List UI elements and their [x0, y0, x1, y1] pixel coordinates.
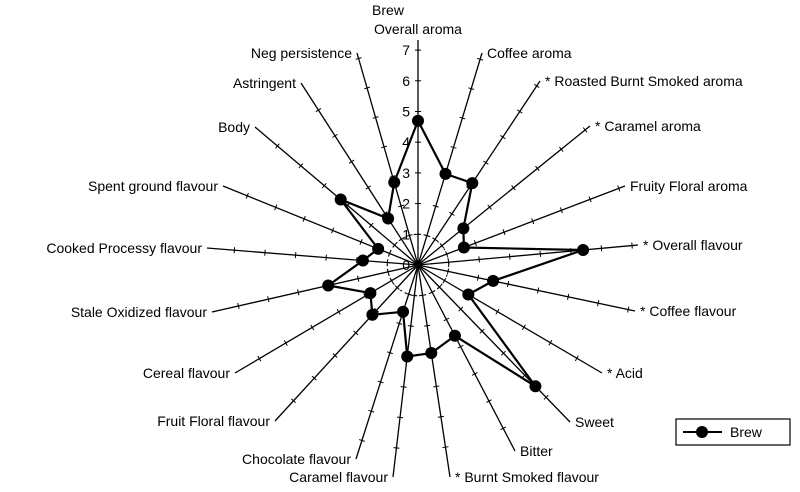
axis-tick [397, 417, 403, 418]
axis-label: Neg persistence [251, 45, 352, 61]
data-point [322, 279, 334, 291]
axis-label: * Roasted Burnt Smoked aroma [545, 73, 743, 89]
axis-tick [401, 387, 407, 388]
data-point [440, 168, 452, 180]
axis-tick [507, 281, 508, 287]
axis-label: Coffee aroma [487, 45, 572, 61]
axis-line [418, 265, 570, 422]
axis-tick [477, 275, 478, 281]
data-point [357, 255, 369, 267]
data-point [401, 350, 413, 362]
data-point [335, 194, 347, 206]
axis-line [418, 81, 540, 265]
data-point [529, 380, 541, 392]
axis-tick [411, 295, 417, 296]
axis-tick [598, 300, 599, 306]
data-point [466, 177, 478, 189]
axis-tick [447, 268, 448, 274]
data-point [425, 347, 437, 359]
axis-tick [632, 243, 633, 249]
data-point [449, 330, 461, 342]
chart-title: Brew [372, 2, 405, 18]
axis-line [393, 265, 418, 477]
data-point [372, 243, 384, 255]
axis-line [418, 126, 590, 265]
data-point [412, 115, 424, 127]
data-point [364, 287, 376, 299]
axis-label: Cooked Processy flavour [46, 240, 202, 256]
axis-label: Overall aroma [374, 21, 462, 37]
axis-label: Chocolate flavour [242, 451, 351, 467]
axis-label: Bitter [520, 443, 553, 459]
axis-tick [601, 245, 602, 251]
axis-tick [268, 296, 269, 302]
tick-label: 2 [402, 196, 410, 212]
data-point [382, 213, 394, 225]
legend-marker [696, 426, 708, 438]
data-point [457, 222, 469, 234]
tick-label: 3 [402, 165, 410, 181]
axis-label: Body [218, 119, 250, 135]
axis-tick [433, 386, 439, 387]
axis-tick [420, 295, 426, 296]
axis-label: Cereal flavour [143, 365, 230, 381]
tick-label: 7 [402, 42, 410, 58]
axis-tick [509, 254, 510, 260]
axis-tick [357, 276, 358, 282]
data-point [487, 275, 499, 287]
axis-label: Stale Oxidized flavour [71, 304, 208, 320]
axis-label: * Caramel aroma [595, 118, 701, 134]
axis-tick [298, 289, 299, 295]
tick-label: 6 [402, 73, 410, 89]
axis-line [418, 186, 625, 265]
tick-label: 1 [402, 226, 410, 242]
axis-label: Spent ground flavour [88, 178, 218, 194]
data-point [388, 176, 400, 188]
axis-tick [238, 303, 239, 309]
tick-label: 5 [402, 104, 410, 120]
axis-label: * Burnt Smoked flavour [455, 469, 599, 485]
axis-tick [448, 259, 449, 265]
axis-label: Sweet [575, 414, 614, 430]
data-point [397, 306, 409, 318]
tick-label: 0 [402, 257, 410, 273]
legend: Brew [676, 419, 790, 445]
axis-tick [540, 251, 541, 257]
data-point [458, 241, 470, 253]
axis-tick [424, 325, 430, 326]
axis-label: Fruity Floral aroma [630, 178, 748, 194]
axis-label: Caramel flavour [289, 469, 388, 485]
legend-label: Brew [730, 424, 763, 440]
axis-tick [408, 326, 414, 327]
axis-label: * Acid [607, 365, 643, 381]
axis-line [207, 248, 418, 265]
axis-tick [438, 416, 444, 417]
axis-line [418, 265, 635, 311]
axis-tick [568, 294, 569, 300]
axis-tick [538, 288, 539, 294]
axis-label: Fruit Floral flavour [157, 413, 270, 429]
axis-tick [479, 256, 480, 262]
axis-line [223, 186, 418, 265]
axis-tick [393, 448, 399, 449]
axis-label: * Coffee flavour [640, 303, 737, 319]
axis-tick [387, 269, 388, 275]
data-point [462, 289, 474, 301]
axis-label: Astringent [233, 75, 296, 91]
axis-line [418, 53, 482, 265]
axis-line [212, 265, 418, 312]
axis-tick [443, 447, 449, 448]
data-point [366, 309, 378, 321]
axis-label: * Overall flavour [643, 237, 743, 253]
axis-tick [628, 307, 629, 313]
data-point [577, 244, 589, 256]
